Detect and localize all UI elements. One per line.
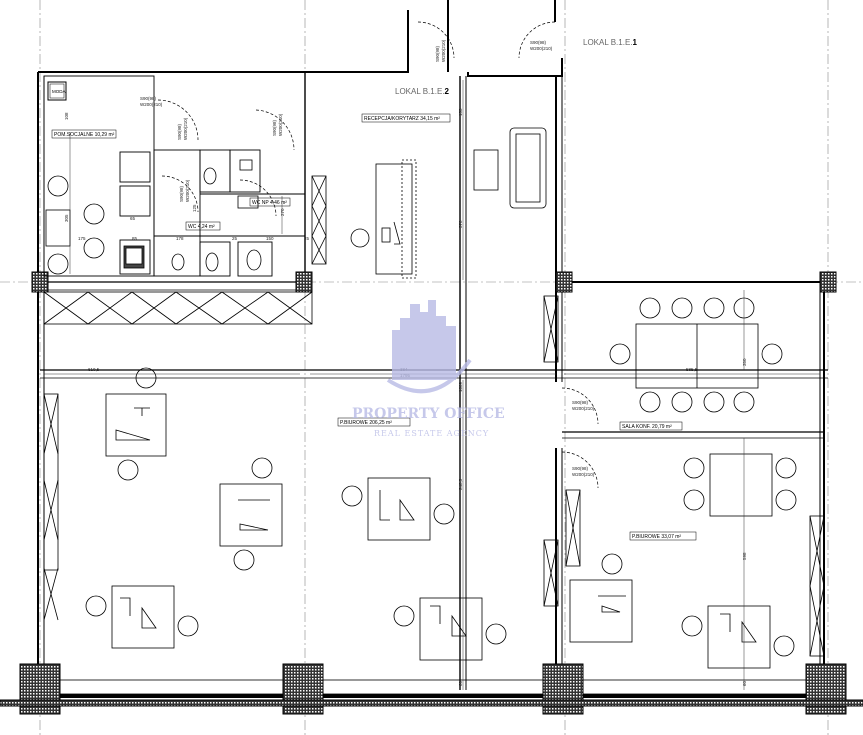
dim-108: 108 — [64, 112, 69, 120]
dim-350: 350 — [742, 358, 747, 366]
conference-tables — [609, 297, 797, 517]
dim-150: 150 — [266, 236, 274, 241]
unit-b1e2-label: LOKAL B.1.E.2 — [395, 87, 450, 96]
door-tag-w200: W200(210) — [572, 472, 595, 477]
room-tags: POM.SOCJALNE 10,29 m² RECEPCJA/KORYTARZ … — [51, 113, 697, 541]
door-tag-w200: W200(210) — [572, 406, 595, 411]
dimension-texts: 610,5 384 1795 585,5 1609 248,5 378 153 … — [64, 108, 747, 686]
sanitary-fixtures — [123, 159, 262, 272]
restroom-block — [43, 75, 305, 277]
dim-5855: 585,5 — [686, 367, 698, 372]
dim-2485: 248,5 — [458, 478, 463, 490]
room-open-office-label: P.BIUROWE 206,25 m² — [340, 420, 392, 426]
door-tag-s90: S90(98) — [272, 119, 277, 136]
svg-text:MODA: MODA — [52, 89, 66, 94]
room-conference-label: SALA KONF. 20,79 m² — [622, 424, 672, 430]
room-reception-label: RECEPCJA/KORYTARZ 34,15 m² — [364, 116, 440, 122]
unit-b1e1-label: LOKAL B.1.E.1 — [583, 38, 638, 47]
dim-175: 175 — [78, 236, 86, 241]
dim-60: 60 — [742, 680, 747, 686]
dim-153: 153 — [458, 108, 463, 116]
dim-270: 270 — [280, 208, 285, 216]
unit-labels: LOKAL B.1.E.2 LOKAL B.1.E.1 — [395, 38, 638, 96]
dim-25: 25 — [232, 236, 238, 241]
watermark-title: PROPERTY OFFICE — [352, 406, 505, 422]
dimension-lines — [44, 80, 820, 690]
moda-stamp: MODA — [47, 81, 67, 101]
reception-furniture — [350, 127, 547, 279]
door-tag-s90: S90(98) — [530, 40, 547, 45]
dim-125: 125 — [192, 204, 197, 212]
property-office-watermark: PROPERTY OFFICE REAL ESTATE AGENCY — [352, 300, 505, 438]
dim-25: 25 — [304, 236, 310, 241]
door-tag-w200: W200(210) — [183, 117, 188, 140]
facade-windows — [59, 679, 807, 695]
room-wc-np-label: WC NP 4,46 m² — [252, 200, 287, 206]
desk-workstations — [85, 367, 795, 669]
door-tag-w200: W200(210) — [140, 102, 163, 107]
dim-178: 178 — [176, 236, 184, 241]
structural-columns — [0, 271, 863, 715]
room-office-right-label: P.BIUROWE 33,07 m² — [632, 534, 681, 540]
door-tag-w200: W200(210) — [530, 46, 553, 51]
door-tag-s90: S90(98) — [435, 45, 440, 62]
door-tag-s90: S90(98) — [179, 185, 184, 202]
dim-1609: 1609 — [458, 381, 463, 392]
door-tag-s90: S90(98) — [140, 96, 157, 101]
watermark-subtitle: REAL ESTATE AGENCY — [374, 429, 489, 438]
storage-cabinets — [43, 175, 825, 657]
door-tag-w200: W200(210) — [278, 113, 283, 136]
door-swings — [157, 21, 599, 489]
dim-305: 305 — [64, 214, 69, 222]
dim-65: 65 — [130, 216, 136, 221]
door-tag-w200: W200(210) — [441, 39, 446, 62]
door-tag-s90: S90(98) — [177, 123, 182, 140]
kitchenette-furniture — [45, 175, 105, 275]
dim-85: 85 — [132, 236, 138, 241]
dim-378: 378 — [458, 220, 463, 228]
room-wc-label: WC 4,24 m² — [188, 224, 215, 230]
dim-598: 598 — [742, 552, 747, 560]
dim-610: 610,5 — [88, 367, 100, 372]
door-tag-w200: W200(210) — [185, 179, 190, 202]
room-social-label: POM.SOCJALNE 10,29 m² — [54, 132, 115, 138]
door-tag-s90: S90(98) — [572, 466, 589, 471]
dim-60: 60 — [458, 680, 463, 686]
door-tags: S90(98) W200(210) S90(98) W200(210) S90(… — [140, 39, 595, 477]
door-tag-s90: S90(98) — [572, 400, 589, 405]
